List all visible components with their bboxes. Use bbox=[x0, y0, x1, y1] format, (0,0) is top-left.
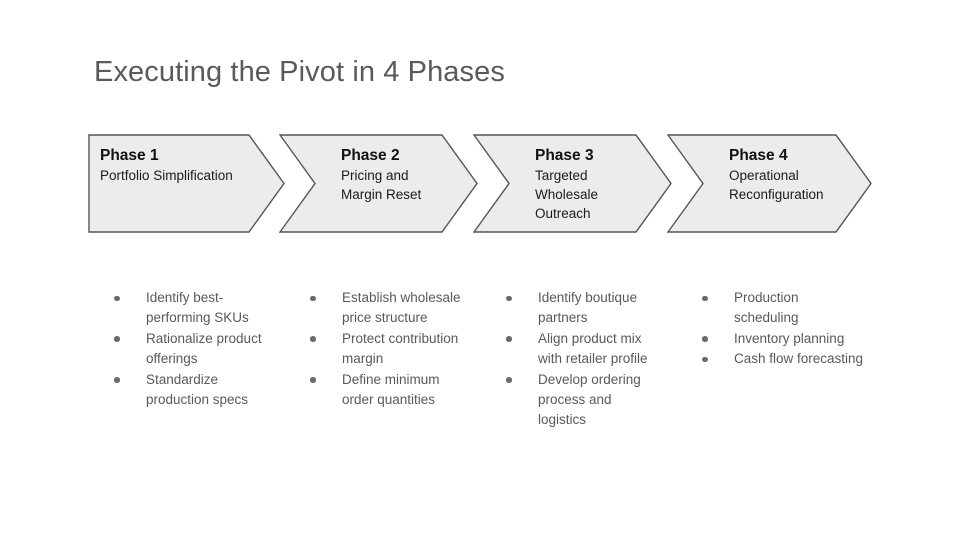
chevron-shape-icon bbox=[472, 134, 672, 233]
phase-3-heading: Phase 3 bbox=[535, 147, 594, 164]
list-item-label: Protect contribution margin bbox=[342, 330, 459, 367]
phase-4-subtitle: Operational Reconfiguration bbox=[729, 168, 824, 202]
phase-chevron-3[interactable]: Phase 3 Targeted Wholesale Outreach bbox=[472, 134, 673, 233]
bullet-dot-icon bbox=[114, 377, 120, 383]
list-item-label: Align product mix with retailer profile bbox=[538, 330, 648, 367]
phase-4-text: Phase 4 Operational Reconfiguration bbox=[729, 146, 824, 204]
list-item: Develop ordering process and logistics bbox=[498, 370, 663, 431]
page-title: Executing the Pivot in 4 Phases bbox=[94, 56, 505, 88]
list-item-label: Inventory planning bbox=[734, 330, 845, 346]
bullet-dot-icon bbox=[310, 336, 316, 342]
phase-1-bullets: Identify best-performing SKUs Rationaliz… bbox=[106, 288, 271, 410]
phase-3-bullets: Identify boutique partners Align product… bbox=[498, 288, 663, 431]
list-item-label: Identify best-performing SKUs bbox=[146, 290, 249, 326]
phase-2-heading: Phase 2 bbox=[341, 147, 400, 164]
bullet-dot-icon bbox=[702, 295, 708, 301]
bullet-dot-icon bbox=[114, 336, 120, 342]
bullet-dot-icon bbox=[702, 356, 708, 363]
chevron-shape-icon bbox=[666, 134, 872, 233]
phase-1-heading: Phase 1 bbox=[100, 147, 159, 164]
phase-1-text: Phase 1 Portfolio Simplification bbox=[100, 146, 250, 185]
bullet-dot-icon bbox=[506, 295, 512, 301]
chevron-shape-icon bbox=[278, 134, 478, 233]
list-item-label: Establish wholesale price structure bbox=[342, 290, 461, 326]
bullet-dot-icon bbox=[310, 377, 316, 383]
chevron-shape-icon bbox=[88, 134, 285, 233]
bullet-dot-icon bbox=[702, 336, 708, 342]
list-item-label: Develop ordering process and logistics bbox=[538, 371, 641, 428]
phase-chevron-band: Phase 1 Portfolio Simplification Phase 2… bbox=[0, 134, 960, 234]
list-item: Identify best-performing SKUs bbox=[106, 288, 271, 329]
list-item-label: Cash flow forecasting bbox=[734, 351, 864, 367]
list-item: Establish wholesale price structure bbox=[302, 288, 467, 329]
list-item: Define minimum order quantities bbox=[302, 370, 467, 411]
list-item-label: Define minimum order quantities bbox=[342, 371, 440, 408]
bullet-dot-icon bbox=[506, 336, 512, 342]
phase-4-bullets: Production scheduling Inventory planning… bbox=[694, 288, 864, 370]
phase-1-subtitle: Portfolio Simplification bbox=[100, 168, 233, 183]
phase-details-columns: Identify best-performing SKUs Rationaliz… bbox=[0, 288, 960, 458]
phase-2-subtitle: Pricing and Margin Reset bbox=[341, 168, 422, 202]
phase-chevron-2[interactable]: Phase 2 Pricing and Margin Reset bbox=[278, 134, 479, 233]
list-item-label: Identify boutique partners bbox=[538, 290, 638, 326]
list-item: Inventory planning bbox=[694, 329, 864, 349]
list-item-label: Rationalize product offerings bbox=[146, 330, 262, 367]
phase-4-heading: Phase 4 bbox=[729, 147, 788, 164]
list-item: Align product mix with retailer profile bbox=[498, 329, 663, 370]
phase-3-text: Phase 3 Targeted Wholesale Outreach bbox=[535, 146, 631, 223]
list-item-label: Standardize production specs bbox=[146, 371, 249, 408]
phase-3-subtitle: Targeted Wholesale Outreach bbox=[535, 168, 599, 221]
list-item: Identify boutique partners bbox=[498, 288, 663, 329]
list-item: Standardize production specs bbox=[106, 370, 271, 411]
list-item: Production scheduling bbox=[694, 288, 864, 329]
list-item-label: Production scheduling bbox=[734, 290, 799, 326]
phase-2-text: Phase 2 Pricing and Margin Reset bbox=[341, 146, 437, 204]
phase-2-bullets: Establish wholesale price structure Prot… bbox=[302, 288, 467, 410]
phase-chevron-4[interactable]: Phase 4 Operational Reconfiguration bbox=[666, 134, 873, 233]
list-item: Rationalize product offerings bbox=[106, 329, 271, 370]
bullet-dot-icon bbox=[506, 377, 512, 383]
bullet-dot-icon bbox=[310, 295, 316, 301]
list-item: Protect contribution margin bbox=[302, 329, 467, 370]
bullet-dot-icon bbox=[114, 295, 120, 301]
list-item: Cash flow forecasting bbox=[694, 349, 864, 369]
phase-chevron-1[interactable]: Phase 1 Portfolio Simplification bbox=[88, 134, 286, 233]
